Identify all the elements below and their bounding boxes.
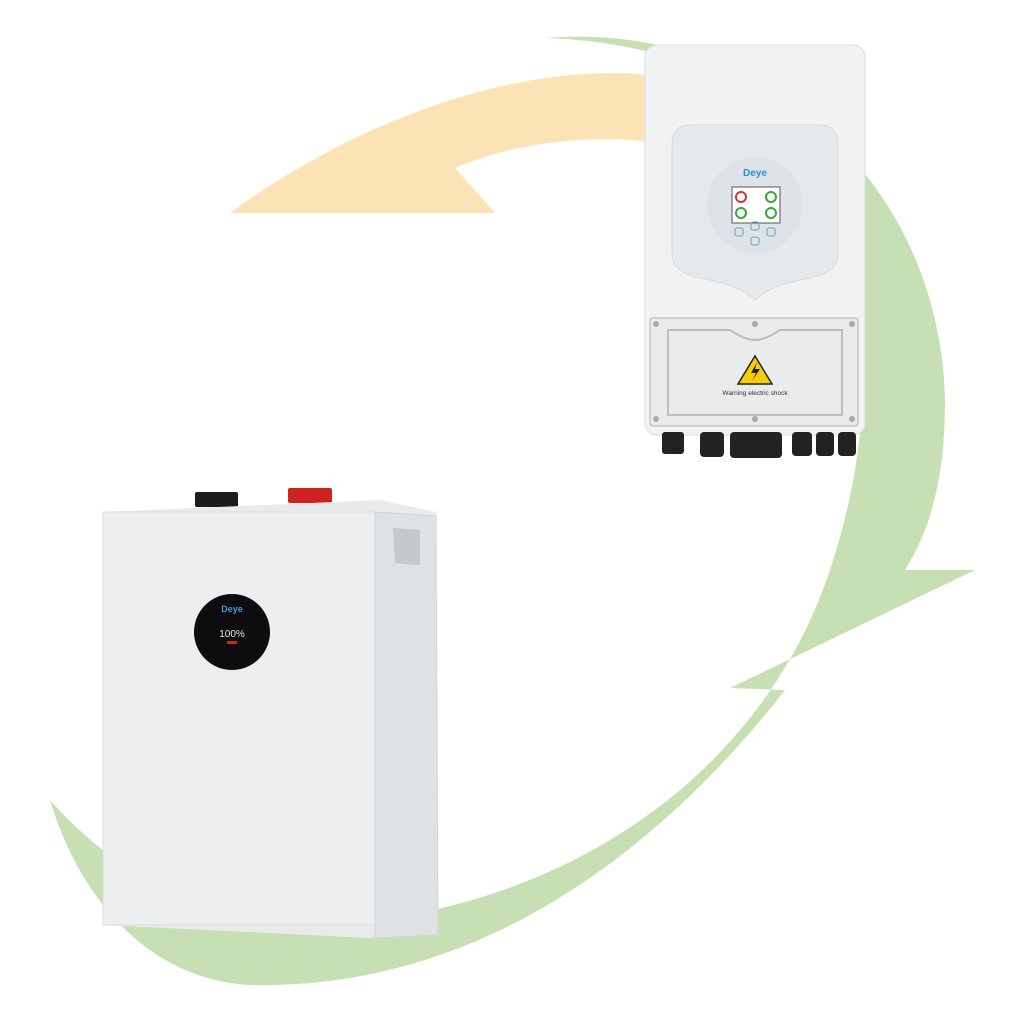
battery-brand-logo: Deye <box>221 604 243 614</box>
positive-terminal <box>288 488 332 503</box>
inverter-button[interactable] <box>734 227 744 237</box>
cable-glands <box>662 432 856 458</box>
battery-charge-readout: 100% <box>219 629 245 640</box>
inverter-button[interactable] <box>766 227 776 237</box>
orange-cycle-arrow <box>230 73 650 213</box>
warning-triangle-icon <box>736 354 774 385</box>
inverter-button[interactable] <box>750 221 760 231</box>
battery: Deye 100% <box>102 488 439 939</box>
inverter: Deye Warning electric shock <box>644 44 866 458</box>
inverter-brand-logo: Deye <box>743 168 767 179</box>
carry-handle[interactable] <box>393 528 420 565</box>
battery-display <box>194 594 270 670</box>
warning-label: Warning electric shock <box>722 390 788 397</box>
negative-terminal <box>195 492 238 507</box>
inverter-button[interactable] <box>750 236 760 246</box>
